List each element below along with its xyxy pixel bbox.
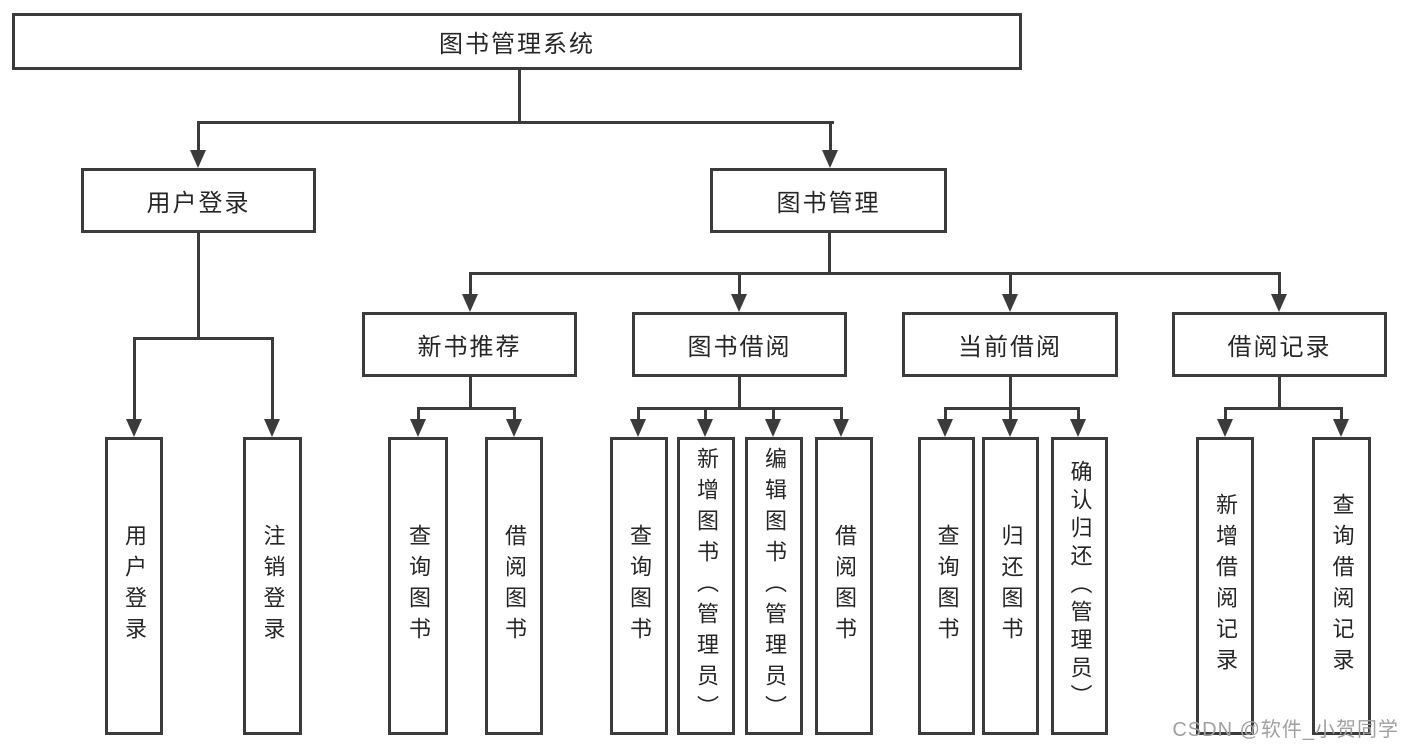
down-arrowhead-icon (264, 419, 280, 437)
node-leaf-br-query-record: 查询借阅记录 (1312, 437, 1371, 735)
leaf-label: 查询图书 (406, 524, 431, 648)
down-arrowhead-icon (1002, 419, 1018, 437)
down-arrowhead-icon (1002, 294, 1018, 312)
connector-vline (704, 407, 707, 422)
down-arrowhead-icon (506, 419, 522, 437)
connector-vline (772, 407, 775, 422)
leaf-label: 新增图书（管理员） (694, 446, 719, 726)
connector-vline (469, 272, 472, 297)
connector-vline (1340, 407, 1343, 422)
connector-vline (1009, 377, 1012, 410)
connector-hline (469, 272, 1281, 275)
leaf-label: 新增借阅记录 (1213, 493, 1238, 679)
connector-vline (271, 337, 274, 422)
node-leaf-bb-borrow-books: 借阅图书 (815, 437, 873, 735)
connector-hline (637, 407, 843, 410)
connector-vline (518, 70, 521, 122)
connector-vline (637, 407, 640, 422)
connector-vline (1077, 407, 1080, 422)
leaf-label: 注销登录 (260, 524, 286, 648)
connector-vline (133, 337, 136, 422)
connector-vline (738, 272, 741, 297)
node-borrowing-records: 借阅记录 (1172, 312, 1387, 377)
connector-vline (738, 377, 741, 410)
connector-vline (1009, 272, 1012, 297)
down-arrowhead-icon (731, 294, 747, 312)
node-new-book-recommend: 新书推荐 (362, 312, 577, 377)
connector-vline (1224, 407, 1227, 422)
watermark: CSDN @软件_小贺同学 (1172, 719, 1399, 741)
connector-vline (840, 407, 843, 422)
leaf-label: 查询图书 (934, 524, 960, 648)
down-arrowhead-icon (190, 150, 206, 168)
connector-vline (469, 377, 472, 410)
down-arrowhead-icon (1217, 419, 1233, 437)
node-root: 图书管理系统 (12, 13, 1022, 70)
down-arrowhead-icon (822, 150, 838, 168)
leaf-label: 确认归还（管理员） (1067, 460, 1093, 712)
down-arrowhead-icon (765, 419, 781, 437)
node-leaf-logout-login: 注销登录 (243, 437, 302, 735)
connector-vline (1278, 377, 1281, 410)
node-user-login: 用户登录 (81, 168, 316, 233)
node-leaf-bb-query-books: 查询图书 (610, 437, 668, 735)
connector-hline (417, 407, 516, 410)
connector-hline (133, 337, 274, 340)
down-arrowhead-icon (1271, 294, 1287, 312)
node-leaf-bb-add-books: 新增图书（管理员） (677, 437, 735, 735)
leaf-label: 归还图书 (998, 524, 1024, 648)
down-arrowhead-icon (833, 419, 849, 437)
connector-vline (417, 407, 420, 422)
node-book-management: 图书管理 (710, 168, 947, 233)
leaf-label: 查询图书 (627, 524, 652, 648)
down-arrowhead-icon (937, 419, 953, 437)
leaf-label: 借阅图书 (502, 524, 527, 648)
connector-vline (829, 121, 832, 153)
connector-vline (197, 233, 200, 340)
node-leaf-user-login: 用户登录 (105, 437, 163, 735)
node-leaf-bb-edit-books: 编辑图书（管理员） (745, 437, 803, 735)
connector-hline (197, 121, 834, 124)
connector-vline (513, 407, 516, 422)
connector-vline (944, 407, 947, 422)
down-arrowhead-icon (697, 419, 713, 437)
leaf-label: 借阅图书 (832, 524, 857, 648)
connector-hline (1224, 407, 1343, 410)
leaf-label: 编辑图书（管理员） (762, 446, 787, 726)
leaf-label: 用户登录 (122, 524, 147, 648)
connector-hline (944, 407, 1080, 410)
connector-vline (1278, 272, 1281, 297)
node-leaf-cb-return-books: 归还图书 (982, 437, 1039, 735)
connector-vline (197, 121, 200, 153)
connector-vline (1009, 407, 1012, 422)
down-arrowhead-icon (126, 419, 142, 437)
leaf-label: 查询借阅记录 (1329, 493, 1355, 679)
down-arrowhead-icon (1070, 419, 1086, 437)
down-arrowhead-icon (410, 419, 426, 437)
connector-vline (828, 233, 831, 275)
down-arrowhead-icon (462, 294, 478, 312)
node-leaf-nbr-query-books: 查询图书 (388, 437, 448, 735)
node-leaf-cb-query-books: 查询图书 (918, 437, 975, 735)
node-leaf-cb-confirm-return: 确认归还（管理员） (1051, 437, 1108, 735)
down-arrowhead-icon (630, 419, 646, 437)
down-arrowhead-icon (1333, 419, 1349, 437)
node-current-borrowing: 当前借阅 (902, 312, 1118, 377)
node-leaf-br-add-record: 新增借阅记录 (1196, 437, 1254, 735)
node-book-borrowing: 图书借阅 (632, 312, 847, 377)
node-leaf-nbr-borrow-books: 借阅图书 (485, 437, 543, 735)
